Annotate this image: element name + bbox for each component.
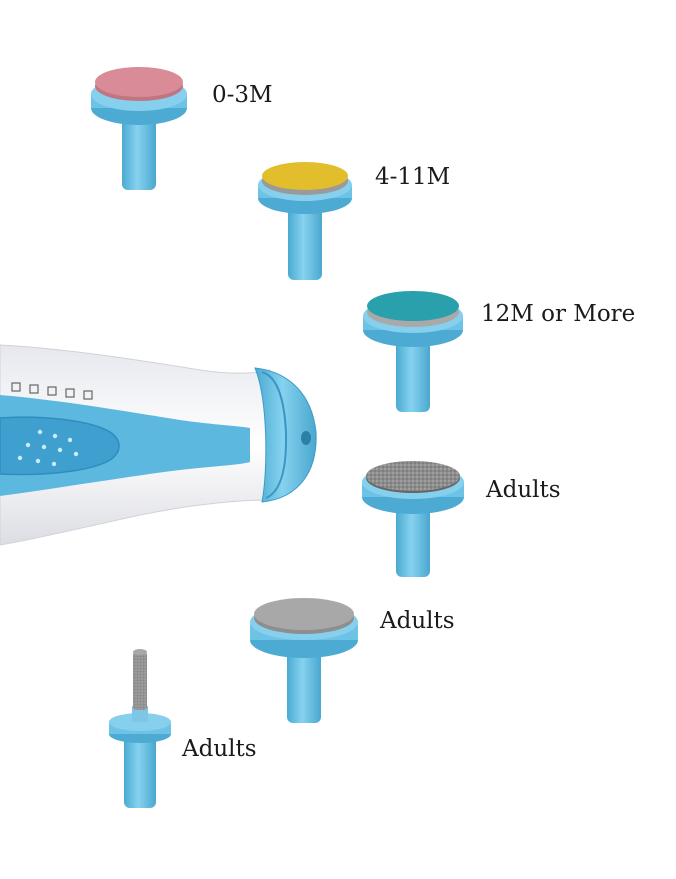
attachment-label-0-3m: 0-3M	[212, 82, 273, 108]
attachment-label-adults-gray: Adults	[380, 608, 455, 634]
gray-polishing-pad-icon	[250, 598, 358, 723]
yellow-sanding-pad-icon	[258, 162, 352, 280]
attachment-label-adults-bit: Adults	[182, 736, 257, 762]
teal-sanding-pad-icon	[363, 291, 463, 412]
grit-sanding-pad-icon	[362, 461, 464, 577]
nail-trimmer-device-icon	[0, 344, 317, 546]
pink-sanding-pad-icon	[91, 67, 187, 190]
attachment-label-adults-grit: Adults	[486, 477, 561, 503]
attachment-label-4-11m: 4-11M	[375, 164, 451, 190]
cylinder-bit-icon	[109, 649, 171, 808]
attachment-label-12m-or-more: 12M or More	[481, 301, 636, 327]
